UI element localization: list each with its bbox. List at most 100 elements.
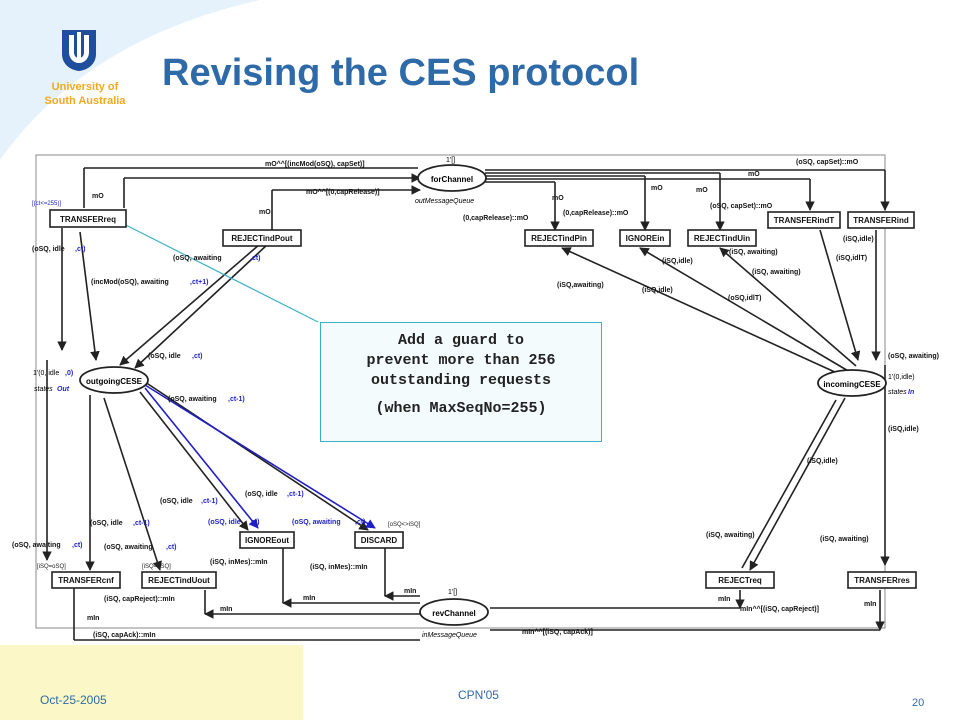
place-forchannel-label: forChannel xyxy=(431,175,473,184)
revchannel-marking: 1'[] xyxy=(448,589,457,596)
arc-incmod-b: ,ct+1) xyxy=(190,279,208,286)
footer-date: Oct-25-2005 xyxy=(40,693,107,707)
arc-osq-awaiting-a: (oSQ, awaiting xyxy=(173,255,222,262)
rejectinduin-label: REJECTindUin xyxy=(694,234,750,243)
arc-min-5: mIn xyxy=(718,596,730,603)
rejectindpin-label: REJECTindPin xyxy=(531,234,587,243)
arc-osq-idle-ct-blue-b: ,ct) xyxy=(249,519,260,526)
transition-transferres xyxy=(847,571,917,589)
transition-transfercnf xyxy=(51,571,121,589)
footer-band xyxy=(0,645,303,720)
arc-mo-left2: mO xyxy=(259,209,271,216)
arc-isq-capreject-min: (iSQ, capReject)::mIn xyxy=(104,596,175,603)
outgoingcese-marking-b: ,0) xyxy=(65,370,73,377)
transition-transferreq xyxy=(49,209,127,228)
transition-rejectindpout xyxy=(222,229,302,247)
arc-osq-idle-ct1-a: (oSQ, idle xyxy=(160,498,193,505)
arc-osq-capset-top: (oSQ, capSet)::mO xyxy=(796,159,859,166)
revchannel-type: inMessageQueue xyxy=(422,632,477,639)
transferreq-label: TRANSFERreq xyxy=(60,215,116,224)
place-outgoingcese xyxy=(79,366,149,394)
outgoingcese-states-a: states xyxy=(34,386,53,393)
transferres-label: TRANSFERres xyxy=(854,576,910,585)
arc-isq-awaiting-2: (iSQ, awaiting) xyxy=(729,249,778,256)
arc-top-mo-cap: mO^^[(incMod(oSQ), capSet)] xyxy=(265,160,365,168)
discard-label: DISCARD xyxy=(361,536,398,545)
arc-osq-awaiting-r: (oSQ, awaiting) xyxy=(888,353,939,360)
place-forchannel xyxy=(417,164,487,192)
arc-isq-awaiting-low: (iSQ, awaiting) xyxy=(706,532,755,539)
arc-isq-awaiting-low2: (iSQ, awaiting) xyxy=(820,536,869,543)
arc-osq-awaiting2-a: (oSQ, awaiting xyxy=(168,396,217,403)
arc-isq-idle-3: (iSQ,idle) xyxy=(843,236,874,243)
outgoingcese-marking-a: 1'(0, idle xyxy=(33,370,59,377)
incomingcese-states-a: states xyxy=(888,389,907,396)
arc-min-capreject: mIn^^[(iSQ, capReject)] xyxy=(740,605,819,613)
arc-min-3: mIn xyxy=(220,606,232,613)
callout-text: Add a guard to prevent more than 256 out… xyxy=(366,332,556,389)
arc-osq-idle-ct1c-b: ,ct-1) xyxy=(287,491,304,498)
ignorein-label: IGNOREin xyxy=(626,234,665,243)
arc-isq-idle-mid: (iSQ,idle) xyxy=(807,458,838,465)
arc-min-1: mIn xyxy=(303,595,315,602)
footer-conference: CPN'05 xyxy=(458,688,499,702)
footer-page-number: 20 xyxy=(912,697,925,709)
transferreq-guard: [(ct<=255)] xyxy=(32,201,61,207)
arc-isq-capack-min: (iSQ, capAck)::mIn xyxy=(93,632,156,639)
arc-isq-idle-r: (iSQ,idle) xyxy=(888,426,919,433)
arc-mo-mid2: mO xyxy=(651,185,663,192)
transferind-label: TRANSFERind xyxy=(853,216,909,225)
incomingcese-states-b: In xyxy=(908,389,914,396)
arc-osq-awaiting-b: ,ct) xyxy=(250,255,261,262)
rejectinduout-label: REJECTindUout xyxy=(148,576,210,585)
arc-osq-idle-ct1d-b: ,ct-1) xyxy=(133,520,150,527)
place-incomingcese xyxy=(817,369,887,397)
discard-guard: [oSQ<>iSQ] xyxy=(388,522,421,528)
incomingcese-marking: 1'(0,idle) xyxy=(888,374,915,381)
arc-isq-idlt: (iSQ,idlT) xyxy=(836,255,867,262)
place-outgoingcese-label: outgoingCESE xyxy=(86,377,143,386)
arc-isq-inmes-min: (iSQ, inMes)::mIn xyxy=(210,559,268,566)
slide-title: Revising the CES protocol xyxy=(162,52,640,94)
arc-osq-idle-ct1-b: ,ct-1) xyxy=(201,498,218,505)
transition-transferind xyxy=(847,211,915,229)
transition-discard xyxy=(354,531,404,549)
arc-osq-idle-ct1c-a: (oSQ, idle xyxy=(245,491,278,498)
arc-mo-cap-release: mO^^[(0,capRelease)] xyxy=(306,188,380,196)
arc-isq-idle-2: (iSQ,idle) xyxy=(662,258,693,265)
guard-callout: Add a guard to prevent more than 256 out… xyxy=(320,322,602,442)
arc-osq-awaiting-cnf-b: ,ct) xyxy=(72,542,83,549)
rejectindpout-label: REJECTindPout xyxy=(231,234,293,243)
place-revchannel xyxy=(419,598,489,626)
arc-min-2: mIn xyxy=(404,588,416,595)
arc-isq-awaiting-3: (iSQ, awaiting) xyxy=(752,269,801,276)
arc-osq-idle2-a: (oSQ, idle xyxy=(148,353,181,360)
arc-osq-awaiting-uout-a: (oSQ, awaiting xyxy=(104,544,153,551)
arc-osq-awaiting-cnf-a: (oSQ, awaiting xyxy=(12,542,61,549)
arc-mo-right: mO xyxy=(748,171,760,178)
arc-osq-idle2-b: ,ct) xyxy=(192,353,203,360)
arc-cap-release-mo2: (0,capRelease)::mO xyxy=(563,210,629,217)
forchannel-type: outMessageQueue xyxy=(415,198,474,205)
transfercnf-label: TRANSFERcnf xyxy=(58,576,114,585)
arc-osq-idle-ct1d-a: (oSQ, idle xyxy=(90,520,123,527)
arc-isq-idle-1: (iSQ,idle) xyxy=(642,287,673,294)
transition-rejectindpin xyxy=(524,229,594,247)
arc-isq-inmes-min2: (iSQ, inMes)::mIn xyxy=(310,564,368,571)
outgoingcese-states-b: Out xyxy=(57,386,70,393)
callout-condition: (when MaxSeqNo=255) xyxy=(375,400,547,417)
arc-mo-mid3: mO xyxy=(696,187,708,194)
transition-transferindt xyxy=(767,211,841,229)
arc-osq-awaiting-ct-blue-b: ,ct) xyxy=(355,519,366,526)
arc-osq-idle-ct-blue: (oSQ, idle xyxy=(208,519,241,526)
university-name: University of South Australia xyxy=(44,81,126,107)
arc-osq-capset-mo: (oSQ, capSet)::mO xyxy=(710,203,773,210)
transition-rejectinduin xyxy=(687,229,757,247)
arc-incmod-a: (incMod(oSQ), awaiting xyxy=(91,279,169,286)
arc-osq-idle-b: ,ct) xyxy=(75,246,86,253)
arc-osq-idle-a: (oSQ, idle xyxy=(32,246,65,253)
rejectinduout-guard: [iSQ=oSQ] xyxy=(142,564,171,570)
place-incomingcese-label: incomingCESE xyxy=(823,380,881,389)
transition-ignoreout xyxy=(239,531,295,549)
